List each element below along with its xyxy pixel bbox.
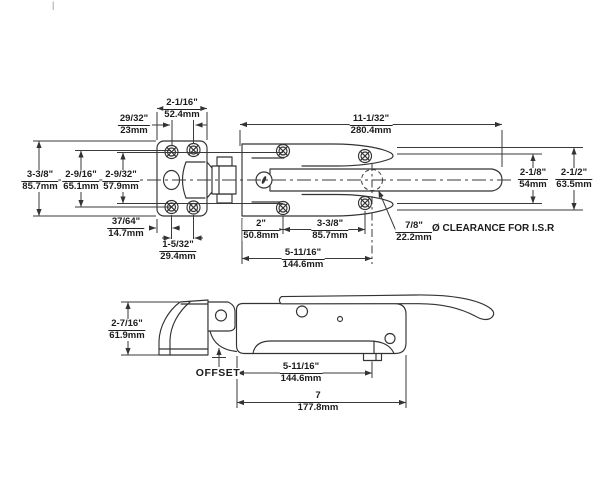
strike-side: [158, 299, 209, 356]
dim-overall-length: 11-1/32" 280.4mm: [349, 113, 393, 136]
dim-body-first-hole-mm: 50.8mm: [243, 229, 279, 241]
dim-body-first-hole: 2" 50.8mm: [242, 218, 280, 241]
dim-body-length: 5-11/16" 144.6mm: [281, 247, 325, 270]
dim-body-hole-pitch-v: 2-9/32" 57.9mm: [102, 169, 140, 192]
dim-strike-edge-offset-inch: 37/64": [107, 216, 145, 229]
dim-side-strike-height: 2-7/16" 61.9mm: [108, 318, 146, 341]
dim-clearance-dia: 7/8" 22.2mm: [395, 220, 433, 243]
dim-body-first-hole-inch: 2": [242, 218, 280, 231]
dim-strike-width: 2-1/16" 52.4mm: [163, 97, 201, 120]
screw-icon: [357, 195, 373, 211]
dim-strike-hole-pitch-bottom: 1-5/32" 29.4mm: [159, 239, 197, 262]
dim-side-body-length-mm: 144.6mm: [280, 372, 322, 384]
dim-handle-height-mm: 54mm: [519, 178, 547, 190]
dim-body-hole-pitch-h-inch: 3-3/8": [311, 218, 349, 231]
body-hole: [384, 332, 396, 345]
keyway-icon: [261, 176, 267, 184]
dim-side-strike-height-mm: 61.9mm: [109, 329, 145, 341]
dim-overall-length-mm: 280.4mm: [350, 124, 392, 136]
dim-strike-hole-pitch-bottom-inch: 1-5/32": [159, 239, 197, 252]
dim-strike-edge-offset: 37/64" 14.7mm: [107, 216, 145, 239]
dim-strike-hole-pitch: 29/32" 23mm: [117, 113, 151, 136]
dim-strike-height-mm: 85.7mm: [22, 180, 58, 192]
dim-clearance-dia-mm: 22.2mm: [396, 231, 432, 243]
screw-icon: [186, 142, 201, 158]
dim-body-length-mm: 144.6mm: [282, 258, 324, 270]
hinge-knuckle: [207, 301, 238, 353]
body-hole: [295, 305, 309, 318]
screw-icon: [186, 200, 201, 215]
dim-body-hole-pitch-v-mm: 57.9mm: [103, 180, 139, 192]
dim-strike-height: 3-3/8" 85.7mm: [21, 169, 59, 192]
dim-strike-hole-pitch-v-inch: 2-9/16": [62, 169, 100, 182]
dim-side-body-length: 5-11/16" 144.6mm: [279, 361, 323, 384]
dim-body-width: 2-1/2" 63.5mm: [555, 167, 593, 190]
dim-side-overall-length-inch: 7: [296, 390, 340, 403]
dim-strike-hole-pitch-inch: 29/32": [117, 113, 151, 126]
dim-side-body-length-inch: 5-11/16": [279, 361, 323, 374]
crop-artifact: |: [52, 0, 55, 10]
dim-handle-height: 2-1/8" 54mm: [517, 167, 549, 190]
pivot-hole: [214, 309, 228, 322]
dim-body-hole-pitch-h: 3-3/8" 85.7mm: [311, 218, 349, 241]
strike-pin: [362, 352, 383, 362]
dim-handle-height-inch: 2-1/8": [517, 167, 549, 180]
dim-body-width-inch: 2-1/2": [555, 167, 593, 180]
side-view: [158, 294, 495, 362]
dim-strike-hole-pitch-v: 2-9/16" 65.1mm: [62, 169, 100, 192]
dim-strike-width-inch: 2-1/16": [163, 97, 201, 110]
latch-body-side: [235, 294, 495, 362]
dim-body-hole-pitch-v-inch: 2-9/32": [102, 169, 140, 182]
dim-strike-hole-pitch-mm: 23mm: [120, 124, 148, 136]
dim-body-hole-pitch-h-mm: 85.7mm: [312, 229, 348, 241]
screw-icon: [275, 143, 291, 159]
dim-overall-length-inch: 11-1/32": [349, 113, 393, 126]
dim-side-overall-length-mm: 177.8mm: [297, 401, 339, 413]
dim-body-length-inch: 5-11/16": [281, 247, 325, 260]
screw-icon: [357, 148, 373, 164]
dim-strike-hole-pitch-v-mm: 65.1mm: [63, 180, 99, 192]
dim-strike-edge-offset-mm: 14.7mm: [108, 227, 144, 239]
clearance-note: Ø CLEARANCE FOR I.S.R: [432, 223, 555, 234]
dim-strike-height-inch: 3-3/8": [21, 169, 59, 182]
dim-side-strike-height-inch: 2-7/16": [108, 318, 146, 331]
strike-plate-top: [156, 140, 213, 217]
handle-lever-side: [278, 294, 495, 321]
dim-side-overall-length: 7 177.8mm: [296, 390, 340, 413]
dim-body-width-mm: 63.5mm: [556, 178, 592, 190]
offset-label: OFFSET: [195, 367, 241, 379]
body-hole-small: [336, 315, 344, 323]
dim-strike-width-mm: 52.4mm: [164, 108, 200, 120]
dim-strike-hole-pitch-bottom-mm: 29.4mm: [160, 250, 196, 262]
dim-clearance-dia-inch: 7/8": [395, 220, 433, 233]
